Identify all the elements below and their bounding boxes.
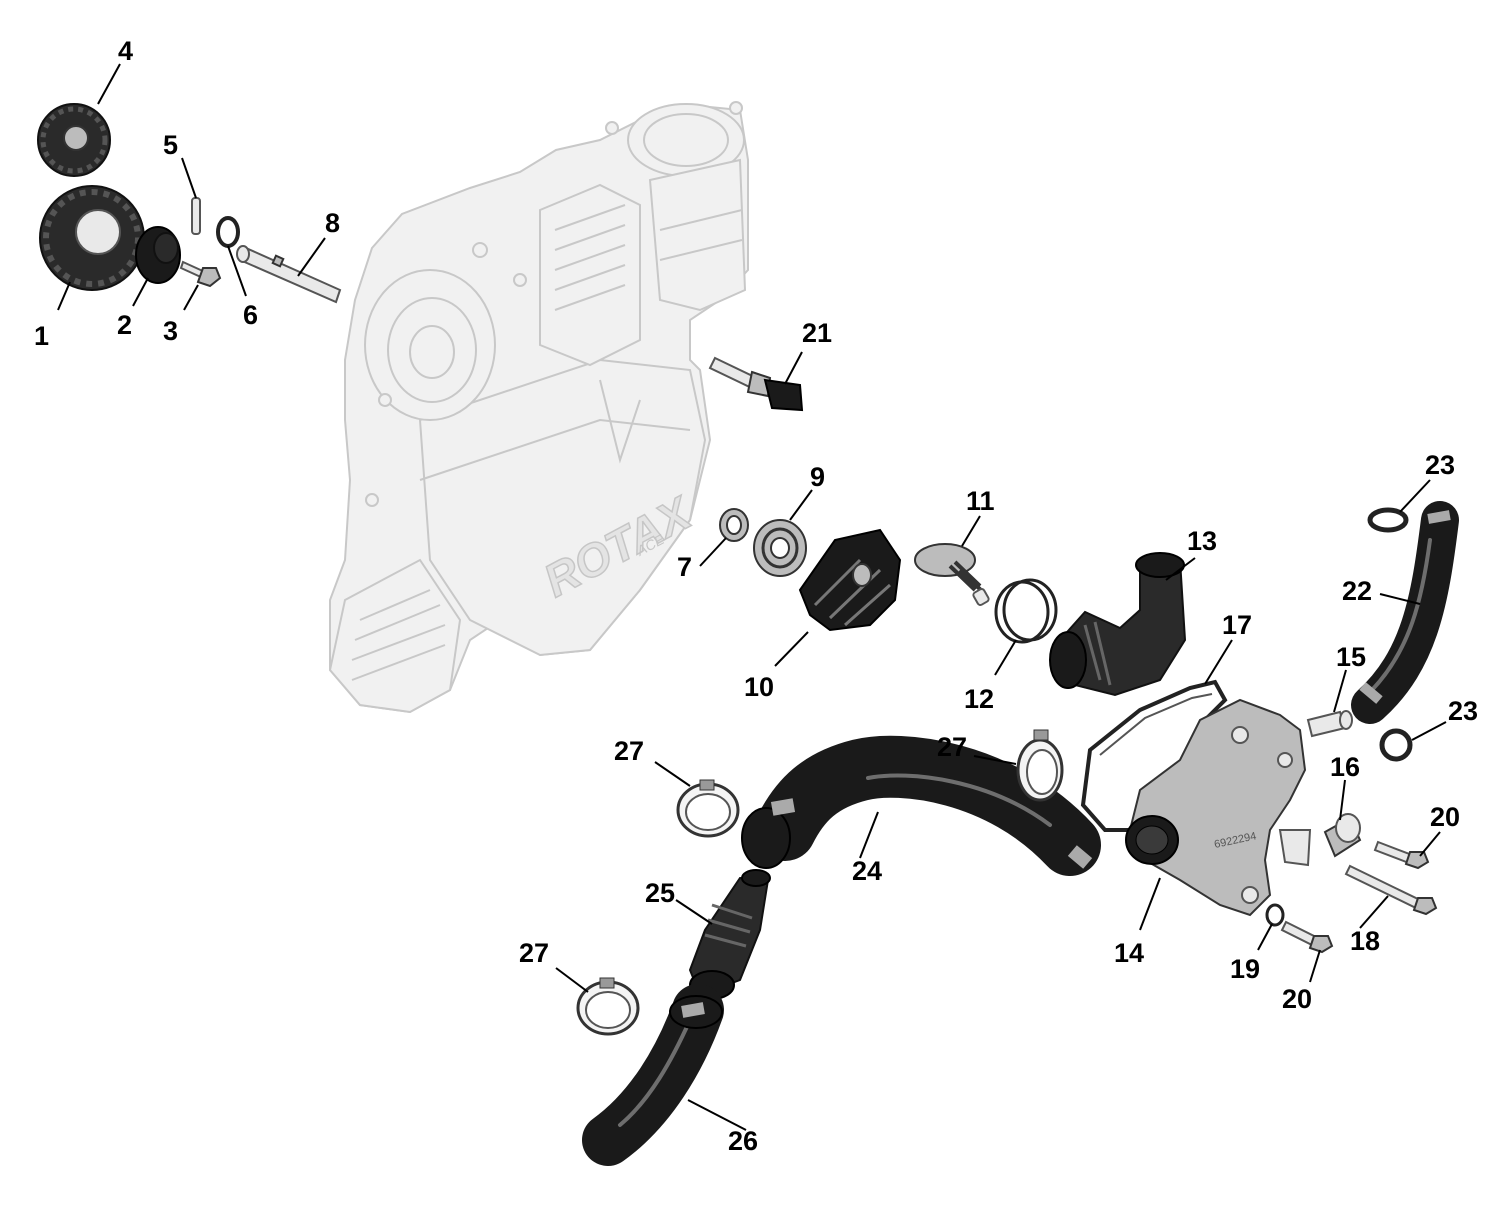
seal-7 <box>719 508 749 542</box>
callout-19: 19 <box>1230 954 1260 984</box>
stub-15 <box>1306 710 1353 738</box>
thermostat-11 <box>914 543 990 606</box>
mechanical-seal-9 <box>753 519 807 577</box>
callout-14: 14 <box>1114 938 1144 968</box>
callout-11: 11 <box>966 486 995 516</box>
clamp-23-top <box>1367 507 1409 533</box>
callout-2: 2 <box>117 310 132 340</box>
shaft-8 <box>236 245 342 304</box>
callout-27-middle: 27 <box>937 732 967 762</box>
callout-26: 26 <box>728 1126 758 1156</box>
callout-6: 6 <box>243 300 258 330</box>
callout-27-bottom: 27 <box>519 938 549 968</box>
leader-lines <box>57 63 1447 1131</box>
callout-labels: 1 2 3 4 5 6 7 8 9 10 11 12 13 14 15 16 1… <box>34 36 1478 1156</box>
bushing-2 <box>135 226 181 284</box>
o-ring-12 <box>994 578 1058 644</box>
callout-27-left: 27 <box>614 736 644 766</box>
gear-4 <box>37 103 111 177</box>
callout-20-upper: 20 <box>1430 802 1460 832</box>
engine-cover: ROTAX ACE <box>328 101 749 714</box>
hose-26 <box>582 984 724 1166</box>
callout-23-bottom: 23 <box>1448 696 1478 726</box>
clamp-27-middle <box>1016 729 1064 802</box>
bolt-18 <box>1344 864 1438 916</box>
callout-8: 8 <box>325 208 340 238</box>
callout-3: 3 <box>163 316 178 346</box>
pump-housing-14: 6922294 <box>1125 698 1312 917</box>
o-ring-19 <box>1265 903 1285 927</box>
callout-9: 9 <box>810 462 825 492</box>
elbow-13 <box>1049 552 1187 697</box>
callout-5: 5 <box>163 130 178 160</box>
bolt-20-upper <box>1373 840 1430 870</box>
clamp-27-left <box>676 779 740 838</box>
callout-23-top: 23 <box>1425 450 1455 480</box>
hose-24 <box>741 735 1101 876</box>
callout-17: 17 <box>1222 610 1252 640</box>
clamp-27-bottom <box>576 977 640 1036</box>
hose-22 <box>1351 501 1459 724</box>
callout-20-lower: 20 <box>1282 984 1312 1014</box>
callout-18: 18 <box>1350 926 1380 956</box>
bolt-3 <box>179 260 222 288</box>
gear-1 <box>39 185 145 291</box>
callout-15: 15 <box>1336 642 1366 672</box>
callout-1: 1 <box>34 321 49 351</box>
bolt-20-lower <box>1280 920 1334 954</box>
callout-4: 4 <box>118 36 133 66</box>
callout-22: 22 <box>1342 576 1372 606</box>
callout-13: 13 <box>1187 526 1217 556</box>
adapter-25 <box>688 869 771 1000</box>
pin-5 <box>191 197 201 235</box>
washer-6 <box>216 216 240 248</box>
callout-10: 10 <box>744 672 774 702</box>
callout-24: 24 <box>852 856 882 886</box>
sensor-21 <box>708 356 804 412</box>
clamp-23-bottom <box>1379 728 1413 762</box>
impeller-10 <box>798 528 902 632</box>
callout-16: 16 <box>1330 752 1360 782</box>
callout-7: 7 <box>677 552 692 582</box>
plug-16 <box>1323 813 1362 858</box>
callout-12: 12 <box>964 684 994 714</box>
callout-25: 25 <box>645 878 675 908</box>
callout-21: 21 <box>802 318 832 348</box>
